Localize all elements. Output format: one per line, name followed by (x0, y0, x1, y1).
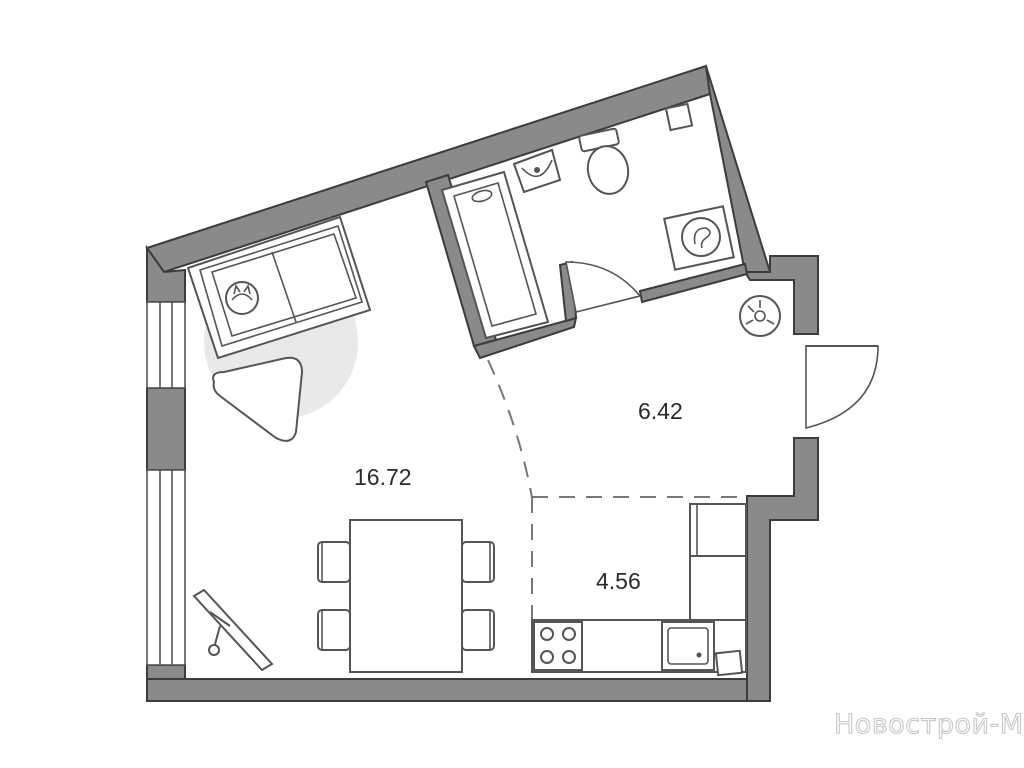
chair-right-top (461, 541, 495, 583)
left-wall-pier (146, 387, 186, 471)
refrigerator (689, 503, 747, 557)
cat-on-sofa (225, 281, 259, 315)
walls (145, 64, 819, 702)
entrance-wall-upper (743, 255, 819, 335)
floor-lamp (192, 588, 274, 672)
washing-machine (663, 205, 735, 271)
sofa (186, 215, 372, 360)
living-hall-divider (487, 359, 533, 499)
window-lower (146, 469, 186, 666)
watermark: Новострой-М (834, 709, 1024, 740)
left-wall-upper (146, 244, 186, 303)
chair-left-bottom (317, 609, 351, 651)
area-label-living: 16.72 (354, 464, 412, 490)
window-upper (146, 301, 186, 389)
left-windows (146, 301, 186, 666)
bathroom-bottom-partition-left (472, 316, 578, 360)
area-label-kitchen: 4.56 (596, 568, 641, 594)
kitchen-corner-shaft (714, 649, 744, 677)
kitchen-counter-right (689, 555, 747, 621)
coffee-table (212, 356, 304, 442)
dining-table (349, 519, 463, 673)
bottom-outer-wall (146, 678, 748, 702)
bathroom-bottom-partition-right (638, 262, 749, 304)
bathroom-door (565, 261, 642, 313)
chair-right-bottom (461, 609, 495, 651)
chair-left-top (317, 541, 351, 583)
area-label-hall: 6.42 (638, 398, 683, 424)
entrance-wall-lower (746, 437, 819, 702)
bathtub (440, 170, 550, 340)
vent-symbol (739, 295, 781, 337)
toilet (578, 127, 630, 195)
bathroom-corner-shaft (664, 102, 694, 132)
cooktop (533, 621, 583, 671)
entrance-door (805, 345, 879, 430)
kitchen-sink (661, 621, 715, 671)
washbasin (512, 148, 562, 194)
